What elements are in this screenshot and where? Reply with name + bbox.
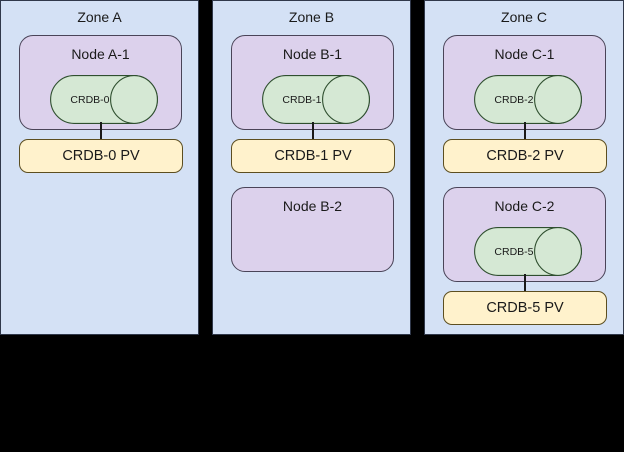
zone-b[interactable]: Zone B Node B-1 CRDB-1 CRDB-1 PV Node B-… [212, 0, 411, 335]
database-cylinder-crdb-2[interactable]: CRDB-2 [474, 75, 582, 124]
node-a-1-title: Node A-1 [71, 46, 130, 62]
database-cylinder-crdb-5[interactable]: CRDB-5 [474, 227, 582, 276]
database-cylinder-crdb-0[interactable]: CRDB-0 [50, 75, 158, 124]
volume-label-crdb-1-pv: CRDB-1 PV [274, 148, 352, 164]
node-c-1[interactable]: Node C-1 CRDB-2 [443, 35, 606, 130]
node-a-1[interactable]: Node A-1 CRDB-0 [19, 35, 182, 130]
zone-a-title: Zone A [77, 9, 122, 25]
volume-label-crdb-5-pv: CRDB-5 PV [486, 300, 564, 316]
node-b-1[interactable]: Node B-1 CRDB-1 [231, 35, 394, 130]
node-c-2-title: Node C-2 [494, 198, 555, 214]
node-b-2-title: Node B-2 [282, 198, 343, 214]
volume-label-crdb-2-pv: CRDB-2 PV [486, 148, 564, 164]
node-b-2[interactable]: Node B-2 [231, 187, 394, 272]
zone-a[interactable]: Zone A Node A-1 CRDB-0 CRDB-0 PV [0, 0, 199, 335]
node-c-2[interactable]: Node C-2 CRDB-5 [443, 187, 606, 282]
volume-crdb-5-pv[interactable]: CRDB-5 PV [443, 291, 607, 325]
database-cylinder-crdb-1[interactable]: CRDB-1 [262, 75, 370, 124]
zone-c-title: Zone C [501, 9, 547, 25]
connector-crdb-2-to-pv [524, 122, 526, 140]
volume-crdb-1-pv[interactable]: CRDB-1 PV [231, 139, 395, 173]
volume-label-crdb-0-pv: CRDB-0 PV [62, 148, 140, 164]
volume-crdb-0-pv[interactable]: CRDB-0 PV [19, 139, 183, 173]
node-c-1-title: Node C-1 [494, 46, 555, 62]
connector-crdb-1-to-pv [312, 122, 314, 140]
zone-b-title: Zone B [288, 9, 335, 25]
node-b-1-title: Node B-1 [282, 46, 343, 62]
connector-crdb-5-to-pv [524, 274, 526, 292]
volume-crdb-2-pv[interactable]: CRDB-2 PV [443, 139, 607, 173]
zone-c[interactable]: Zone C Node C-1 CRDB-2 CRDB-2 PV Node C-… [424, 0, 624, 335]
connector-crdb-0-to-pv [100, 122, 102, 140]
